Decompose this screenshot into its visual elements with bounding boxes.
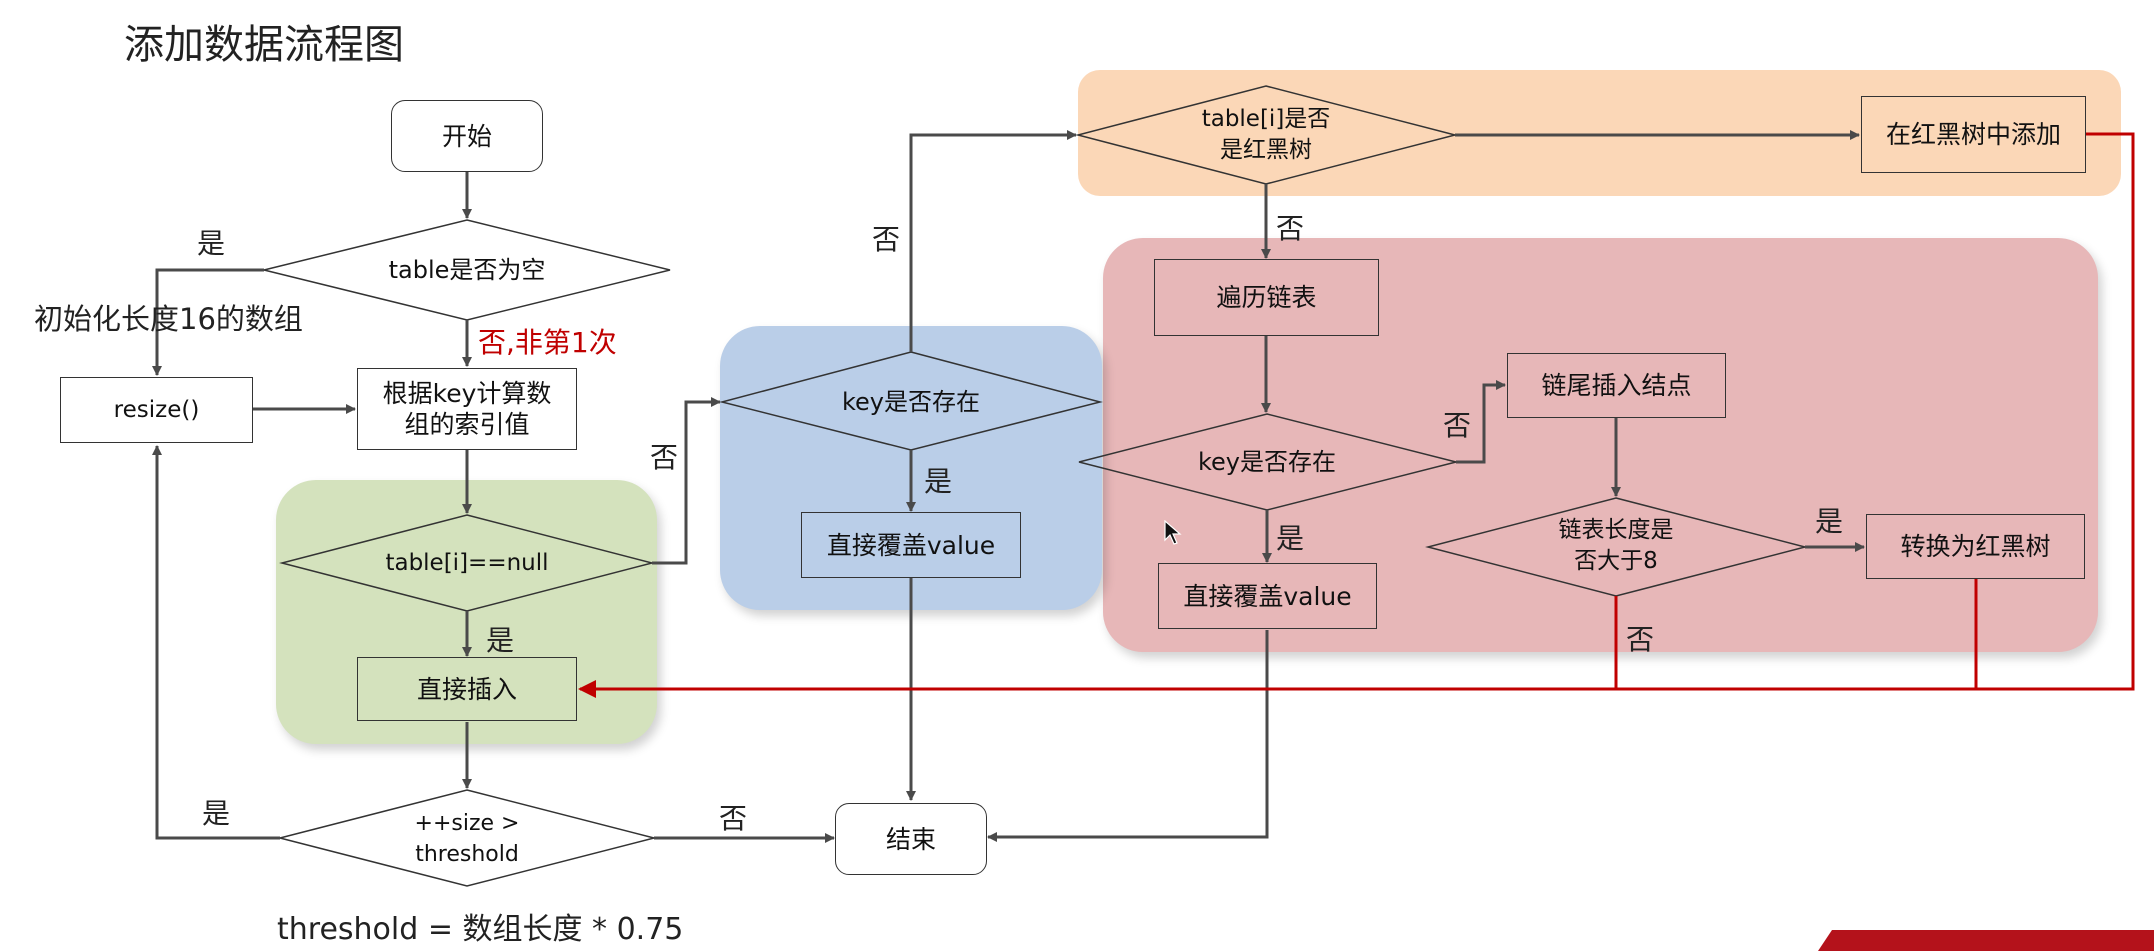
key-exists-text: key是否存在 xyxy=(751,372,1071,432)
to-tree-node: 转换为红黑树 xyxy=(1866,514,2085,579)
size-check-label: ++size > threshold xyxy=(414,811,520,867)
label-size-no: 否 xyxy=(719,802,748,835)
end-label: 结束 xyxy=(885,824,936,854)
edge-empty-yes-to-resize xyxy=(152,268,264,376)
list-key-exists-text: key是否存在 xyxy=(1110,432,1424,492)
resize-label: resize() xyxy=(113,396,200,423)
label-empty-yes: 是 xyxy=(197,227,226,260)
length-check-label: 链表长度是 否大于8 xyxy=(1558,517,1674,574)
table-empty-label: table是否为空 xyxy=(388,255,546,284)
edge-listkey-no-to-tail xyxy=(1456,380,1506,464)
direct-insert-label: 直接插入 xyxy=(416,674,517,704)
mouse-cursor-icon xyxy=(1164,520,1182,545)
slot-null-text: table[i]==null xyxy=(305,535,629,591)
end-node: 结束 xyxy=(835,803,987,875)
calc-index-label: 根据key计算数组的索引值 xyxy=(382,379,552,439)
edge-listoverwrite-to-end xyxy=(987,630,1269,842)
tail-insert-node: 链尾插入结点 xyxy=(1507,353,1726,418)
region-tree-check xyxy=(1078,70,2121,196)
return-tree-add xyxy=(578,132,2135,698)
label-empty-no: 否,非第1次 xyxy=(478,326,617,359)
list-key-exists-label: key是否存在 xyxy=(1197,447,1336,476)
label-key-yes: 是 xyxy=(924,465,953,498)
slot-null-label: table[i]==null xyxy=(385,549,549,576)
tail-insert-label: 链尾插入结点 xyxy=(1541,371,1692,400)
edge-size-yes-to-resize xyxy=(152,445,280,840)
to-tree-label: 转换为红黑树 xyxy=(1900,532,2051,561)
start-node: 开始 xyxy=(391,100,543,172)
diamond-size-check xyxy=(279,789,655,887)
resize-node: resize() xyxy=(60,377,253,443)
init-array-note: 初始化长度16的数组 xyxy=(34,302,303,336)
label-list-key-no: 否 xyxy=(1443,409,1472,442)
label-key-no: 否 xyxy=(872,223,901,256)
traverse-node: 遍历链表 xyxy=(1154,259,1379,336)
table-empty-text: table是否为空 xyxy=(290,240,644,300)
page-title: 添加数据流程图 xyxy=(124,22,404,68)
label-length-yes: 是 xyxy=(1815,505,1844,538)
overwrite-label: 直接覆盖value xyxy=(826,530,996,560)
list-overwrite-label: 直接覆盖value xyxy=(1183,581,1352,611)
list-overwrite-node: 直接覆盖value xyxy=(1158,563,1377,629)
region-linked-list xyxy=(1103,238,2098,652)
traverse-label: 遍历链表 xyxy=(1216,283,1317,312)
key-exists-label: key是否存在 xyxy=(841,387,980,416)
tree-add-label: 在红黑树中添加 xyxy=(1885,120,2061,149)
is-tree-text: table[i]是否 是红黑树 xyxy=(1110,102,1422,168)
label-tree-no: 否 xyxy=(1276,212,1305,245)
is-tree-label: table[i]是否 是红黑树 xyxy=(1201,106,1331,163)
tree-add-node: 在红黑树中添加 xyxy=(1861,96,2086,173)
threshold-note: threshold = 数组长度 * 0.75 xyxy=(277,912,684,947)
start-label: 开始 xyxy=(441,121,492,151)
label-size-yes: 是 xyxy=(202,797,231,830)
label-slot-no: 否 xyxy=(650,441,679,474)
label-list-key-yes: 是 xyxy=(1276,522,1305,555)
edge-slot-no-to-key xyxy=(652,397,721,565)
direct-insert-node: 直接插入 xyxy=(357,657,577,721)
calc-index-node: 根据key计算数组的索引值 xyxy=(357,368,577,450)
length-check-text: 链表长度是 否大于8 xyxy=(1460,513,1772,579)
label-length-no: 否 xyxy=(1626,623,1655,656)
overwrite-node: 直接覆盖value xyxy=(801,512,1021,578)
label-slot-yes: 是 xyxy=(486,624,515,657)
watermark-strip xyxy=(1818,930,2154,951)
edge-key-no-to-tree xyxy=(909,130,1077,352)
size-check-text: ++size > threshold xyxy=(312,806,622,872)
